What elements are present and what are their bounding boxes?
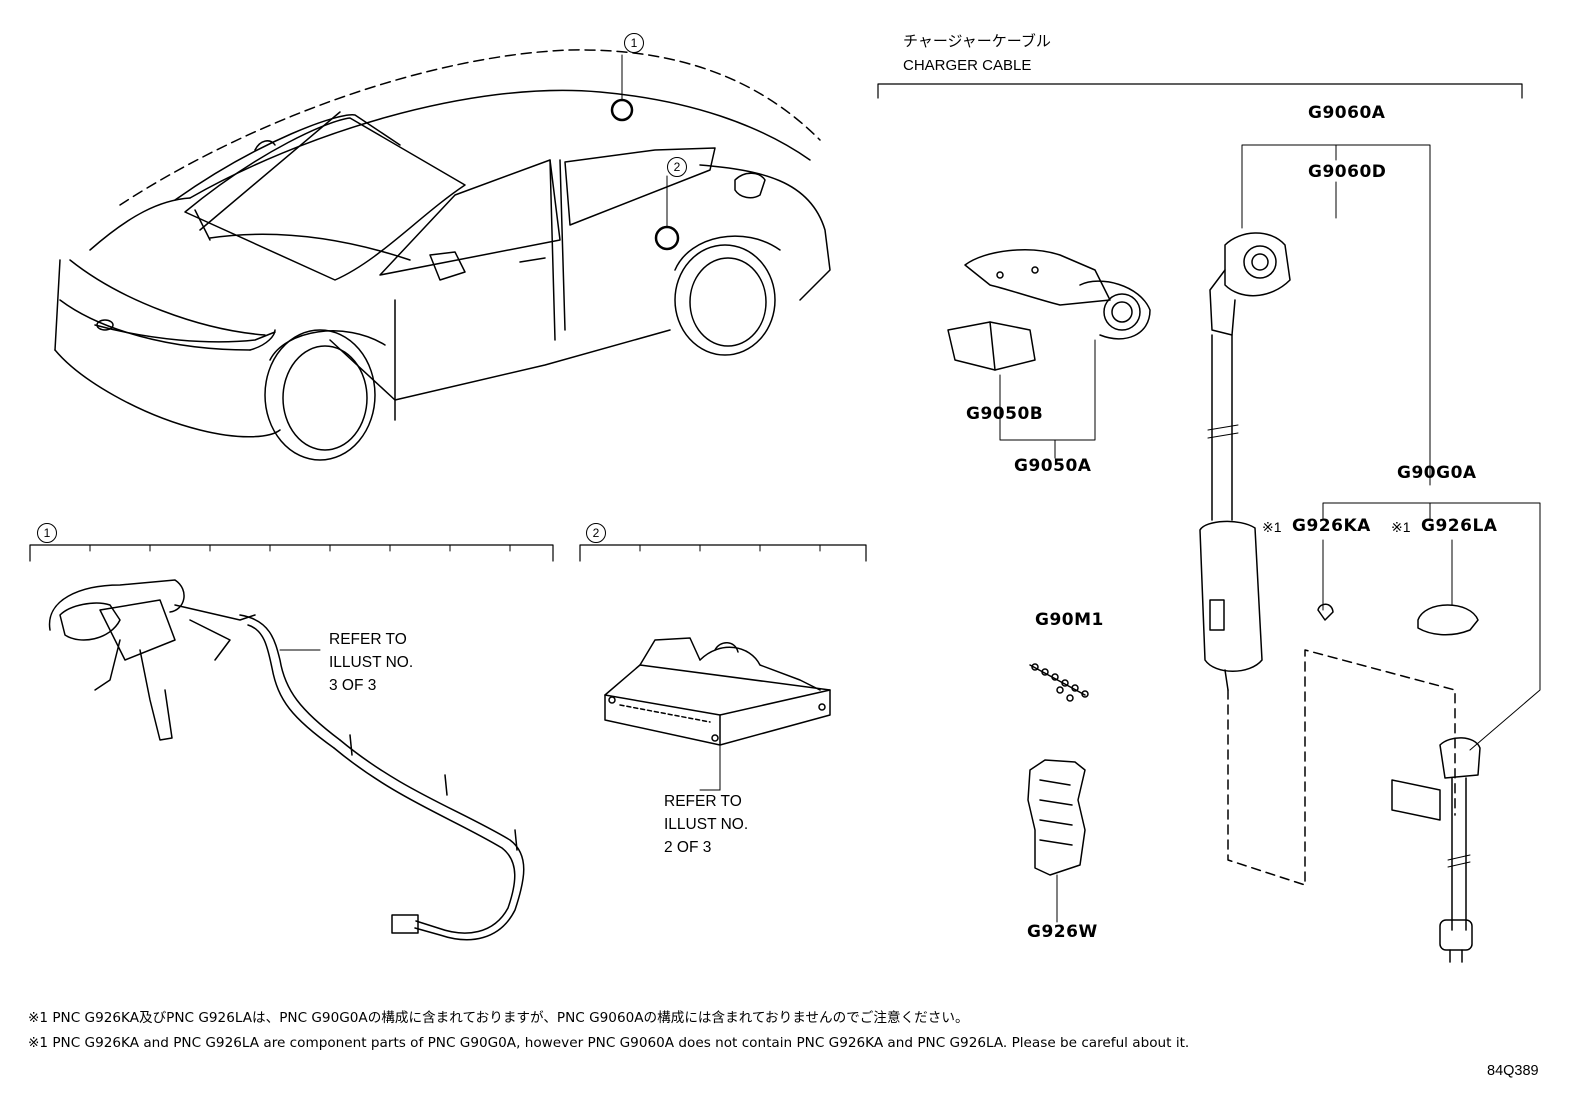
section-title-jp: チャージャーケーブル — [903, 32, 1051, 50]
charger-unit-illustration — [604, 637, 831, 791]
part-number-g90g0a[interactable]: G90G0A — [1397, 463, 1477, 483]
section-title-en: CHARGER CABLE — [903, 57, 1032, 74]
footnote-jp: ※1 PNC G926KA及びPNC G926LAは、PNC G90G0Aの構成… — [28, 1010, 969, 1026]
part-number-g9050b[interactable]: G9050B — [966, 404, 1044, 424]
section-1-bracket — [29, 544, 554, 562]
section-1-tick-marks — [89, 544, 511, 552]
charging-inlet-illustration — [947, 249, 1151, 459]
callout-1-section: 1 — [37, 523, 57, 543]
note-marker-ka: ※1 — [1262, 519, 1282, 535]
part-number-g926ka[interactable]: G926KA — [1292, 516, 1371, 536]
note-marker-la: ※1 — [1391, 519, 1411, 535]
part-number-g926la[interactable]: G926LA — [1421, 516, 1498, 536]
reference-illust-3[interactable]: REFER TO ILLUST NO. 3 OF 3 — [329, 631, 414, 694]
callout-2-vehicle: 2 — [667, 157, 687, 177]
part-number-g9050a[interactable]: G9050A — [1014, 456, 1092, 476]
callout-1-vehicle: 1 — [624, 33, 644, 53]
charging-cable-illustration — [1199, 144, 1541, 963]
callout-2-section: 2 — [586, 523, 606, 543]
part-number-g90m1[interactable]: G90M1 — [1035, 610, 1104, 630]
section-2-bracket — [579, 544, 867, 562]
reference-illust-2[interactable]: REFER TO ILLUST NO. 2 OF 3 — [664, 793, 749, 856]
part-number-g926w[interactable]: G926W — [1027, 922, 1098, 942]
part-number-g9060a[interactable]: G9060A — [1308, 103, 1386, 123]
charger-cable-bracket — [877, 83, 1523, 99]
harness-assembly-illustration — [48, 579, 525, 941]
part-number-g9060d[interactable]: G9060D — [1308, 162, 1387, 182]
clip-set-illustration — [1029, 663, 1089, 702]
vehicle-illustration — [54, 49, 831, 461]
footnote-en: ※1 PNC G926KA and PNC G926LA are compone… — [28, 1035, 1190, 1051]
illustration-code: 84Q389 — [1487, 1063, 1539, 1079]
cable-holder-illustration — [1027, 759, 1086, 923]
